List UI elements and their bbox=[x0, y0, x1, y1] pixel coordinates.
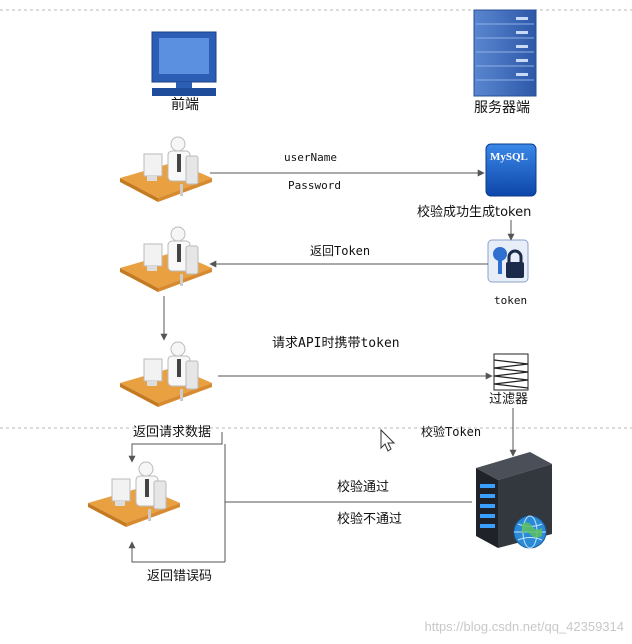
label-fail: 校验不通过 bbox=[337, 512, 403, 527]
label-username: userName bbox=[284, 151, 337, 164]
label-filter: 过滤器 bbox=[489, 392, 529, 407]
user-desk-icon-4 bbox=[87, 461, 181, 528]
globe-icon bbox=[513, 515, 547, 549]
label-return-token: 返回Token bbox=[310, 244, 371, 258]
label-frontend: 前端 bbox=[171, 97, 199, 113]
user-desk-icon-3 bbox=[119, 341, 213, 408]
label-server: 服务器端 bbox=[474, 100, 530, 116]
label-return-error: 返回错误码 bbox=[147, 569, 213, 584]
user-desk-icon-1 bbox=[119, 136, 213, 203]
server-rack-icon bbox=[473, 9, 537, 97]
computer-icon bbox=[151, 31, 217, 96]
mysql-database-icon bbox=[485, 143, 537, 197]
label-verify-token: 校验Token bbox=[421, 425, 482, 439]
label-mysql: MySQL bbox=[490, 151, 528, 163]
label-verify-success: 校验成功生成token bbox=[417, 205, 532, 220]
filter-icon bbox=[493, 353, 529, 391]
cursor-icon bbox=[380, 428, 396, 452]
label-return-data: 返回请求数据 bbox=[133, 425, 212, 440]
return-error-arrow bbox=[128, 541, 225, 563]
watermark-text: https://blog.csdn.net/qq_42359314 bbox=[424, 619, 625, 634]
user-desk-icon-2 bbox=[119, 226, 213, 293]
label-token: token bbox=[494, 294, 528, 307]
key-lock-icon bbox=[487, 239, 529, 283]
label-password: Password bbox=[288, 179, 341, 192]
label-pass: 校验通过 bbox=[337, 480, 390, 495]
label-request-api: 请求API时携带token bbox=[272, 336, 400, 351]
return-data-arrow bbox=[128, 432, 223, 463]
